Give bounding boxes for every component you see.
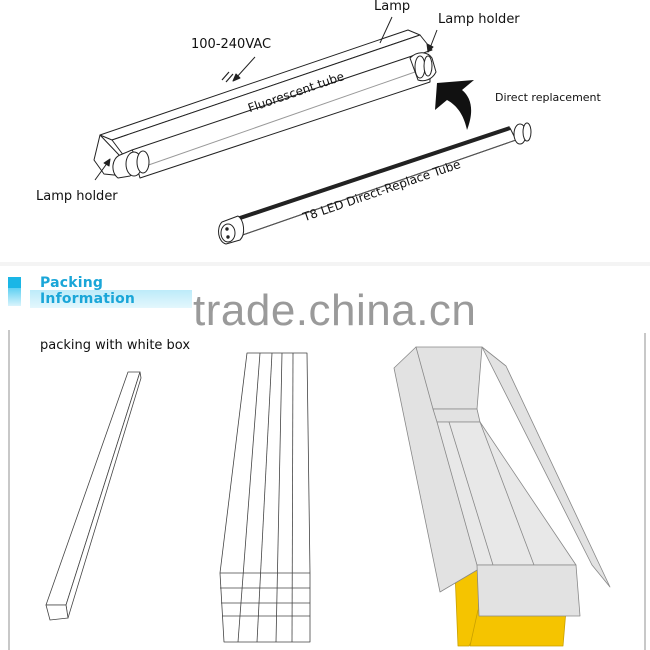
panel-left-border xyxy=(8,330,10,650)
single-white-box xyxy=(45,371,142,621)
curved-arrow-icon xyxy=(435,80,474,130)
watermark: trade.china.cn xyxy=(193,286,477,335)
label-direct-replacement: Direct replacement xyxy=(495,91,601,104)
panel-right-border xyxy=(644,333,646,650)
lamp-holder-right xyxy=(409,52,437,82)
packing-caption: packing with white box xyxy=(40,338,191,353)
packing-section-header: Packing Information xyxy=(0,272,195,308)
stacked-white-boxes xyxy=(219,352,311,643)
open-carton xyxy=(393,346,611,647)
label-lamp: Lamp xyxy=(374,0,411,14)
label-lamp-holder-top: Lamp holder xyxy=(438,12,520,27)
section-header-band xyxy=(30,290,192,308)
led-tube xyxy=(218,122,532,245)
fixture-diagram xyxy=(93,16,532,245)
section-title: Packing Information xyxy=(40,275,136,307)
section-divider xyxy=(0,262,650,266)
section-marker-icon xyxy=(8,277,21,288)
section-marker-reflection xyxy=(8,288,21,306)
fluorescent-tube xyxy=(112,54,431,179)
label-voltage: 100-240VAC xyxy=(191,37,272,52)
label-lamp-holder-bottom: Lamp holder xyxy=(36,189,118,204)
